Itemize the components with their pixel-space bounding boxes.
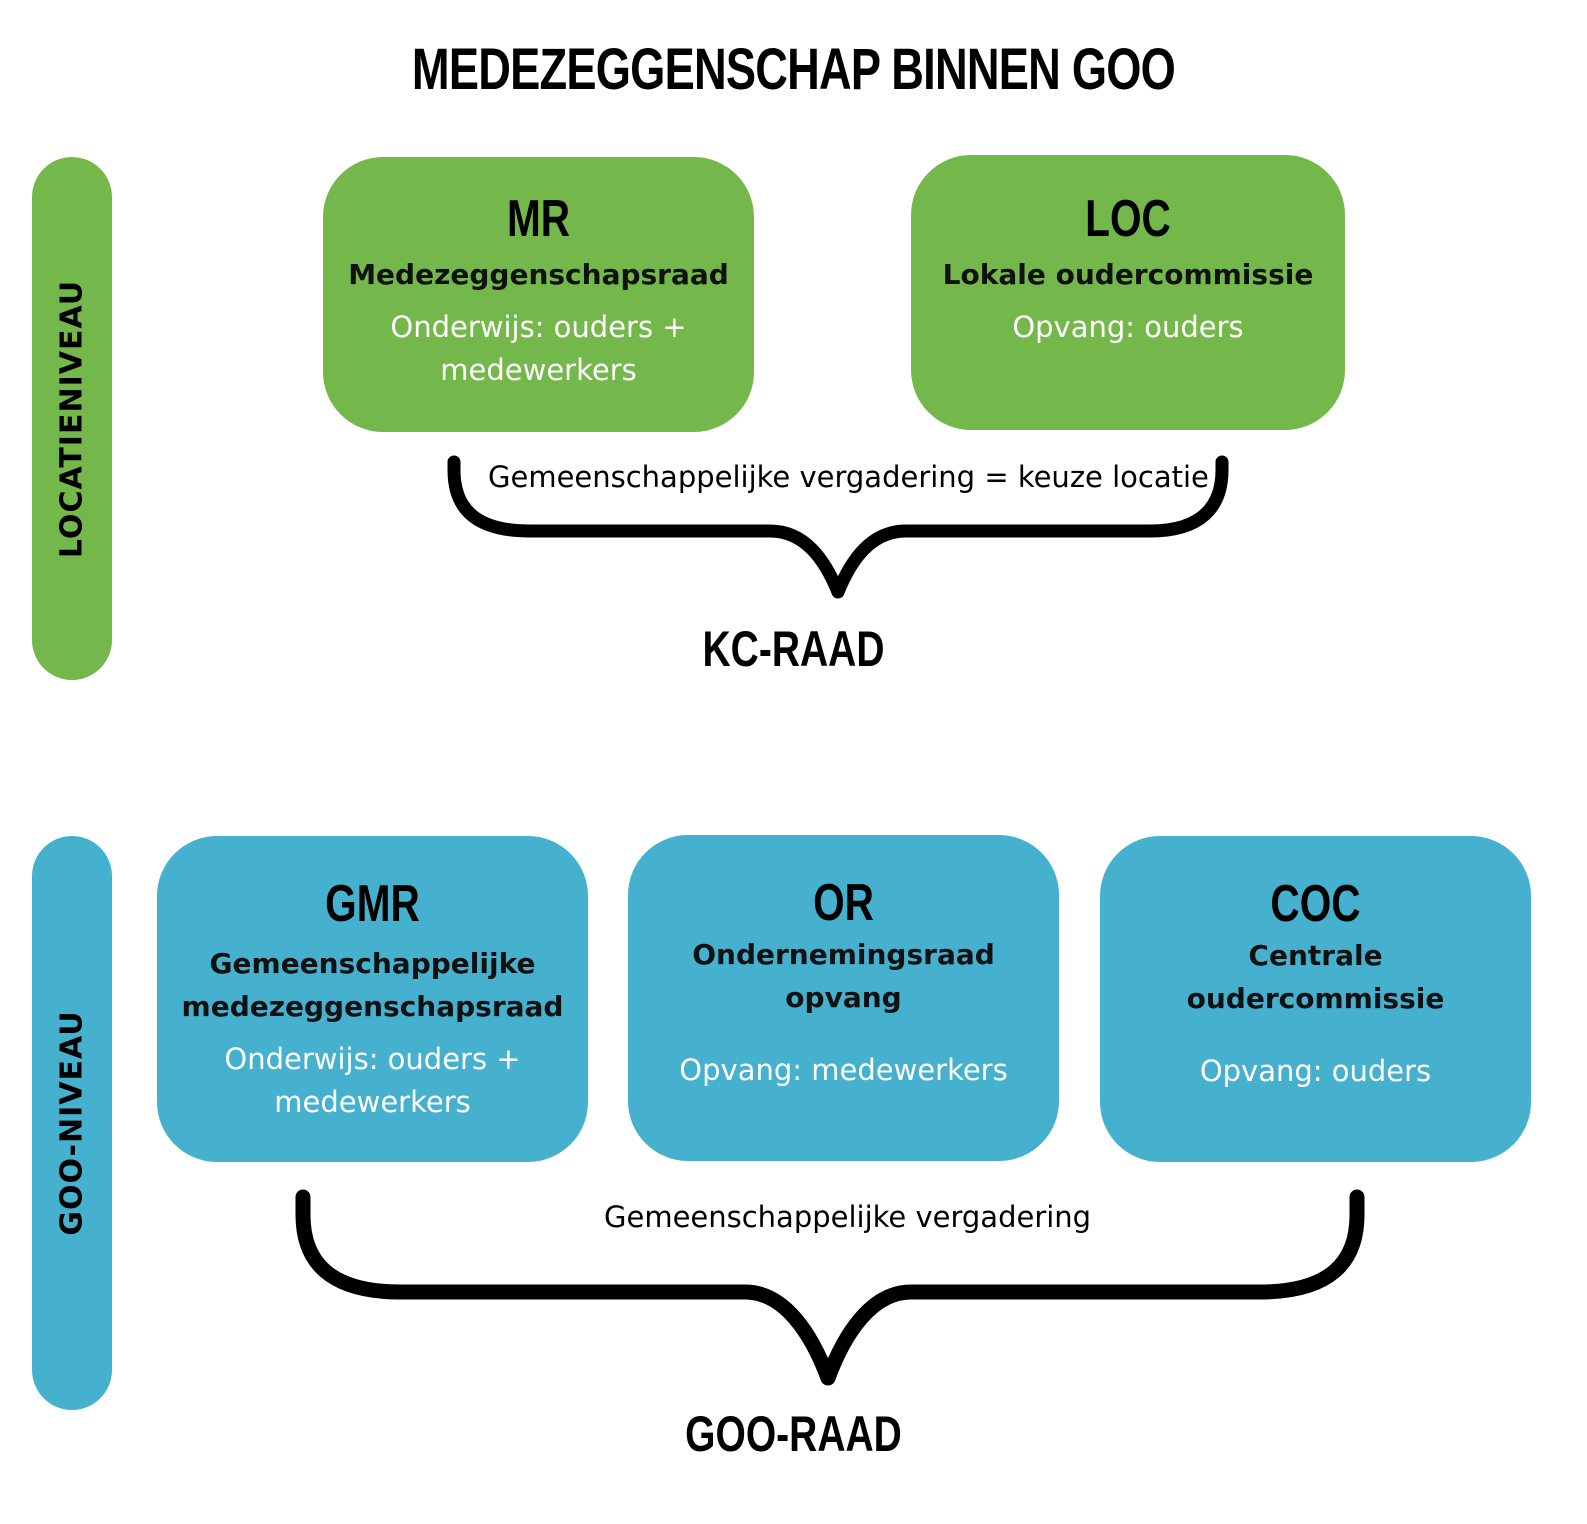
goo-brace-path [295, 1189, 1365, 1386]
or-desc: Opvang: medewerkers [679, 1053, 1008, 1087]
coc-desc: Opvang: ouders [1199, 1054, 1432, 1088]
or-name-line1: Ondernemingsraad [692, 938, 995, 971]
gmr-desc-line2: medewerkers [274, 1085, 471, 1119]
loc-name: Lokale oudercommissie [942, 258, 1314, 291]
coc-name-line2: oudercommissie [1186, 982, 1445, 1015]
gmr-box: GMR Gemeenschappelijke medezeggenschapsr… [157, 836, 588, 1162]
coc-name-line1: Centrale [1248, 939, 1383, 972]
page-title: MEDEZEGGENSCHAP BINNEN GOO [411, 37, 1176, 102]
coc-abbr: COC [1270, 875, 1361, 933]
loc-desc: Opvang: ouders [1012, 310, 1244, 344]
goo-raad-label: GOO-RAAD [685, 1406, 902, 1462]
gmr-name-line2: medezeggenschapsraad [181, 990, 564, 1023]
kc-raad-label: KC-RAAD [702, 621, 885, 677]
mr-abbr: MR [506, 190, 571, 248]
goo-connector-label: Gemeenschappelijke vergadering [604, 1200, 1092, 1234]
loc-abbr: LOC [1085, 190, 1171, 248]
goo-level-bar: GOO-NIVEAU [32, 836, 112, 1410]
or-box: OR Ondernemingsraad opvang Opvang: medew… [628, 835, 1059, 1161]
or-name-line2: opvang [785, 981, 902, 1014]
gmr-desc-line1: Onderwijs: ouders + [224, 1042, 521, 1076]
location-connector-label: Gemeenschappelijke vergadering = keuze l… [488, 460, 1209, 494]
mr-name: Medezeggenschapsraad [348, 258, 729, 291]
loc-box: LOC Lokale oudercommissie Opvang: ouders [911, 155, 1345, 430]
mr-desc-line1: Onderwijs: ouders + [390, 310, 687, 344]
mr-desc-line2: medewerkers [440, 353, 637, 387]
gmr-name-line1: Gemeenschappelijke [209, 947, 536, 980]
gmr-abbr: GMR [325, 875, 420, 933]
mr-box: MR Medezeggenschapsraad Onderwijs: ouder… [323, 157, 754, 432]
or-abbr: OR [813, 874, 874, 932]
location-level-bar: LOCATIENIVEAU [32, 157, 112, 680]
coc-box: COC Centrale oudercommissie Opvang: oude… [1100, 836, 1531, 1162]
